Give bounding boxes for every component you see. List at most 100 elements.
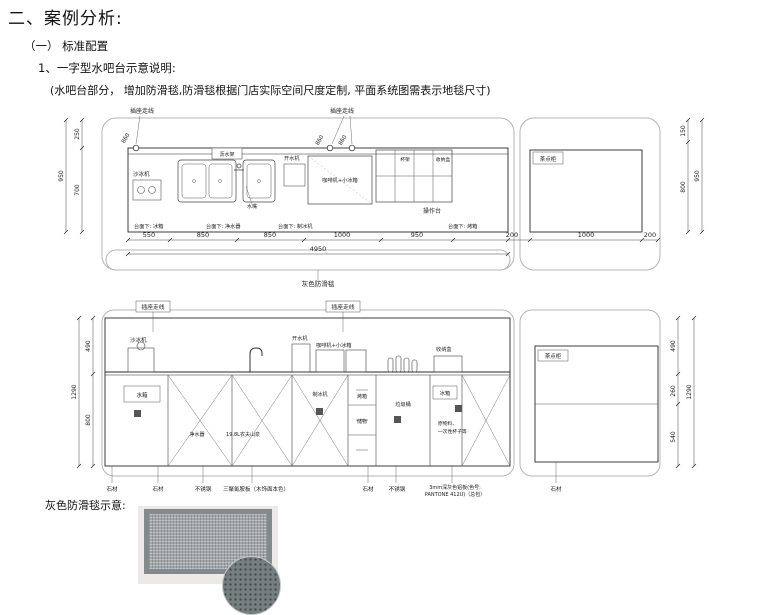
drain-icon — [218, 179, 222, 183]
slush-jar-icon — [148, 186, 156, 194]
elevation-view: 插座走线 插座走线 沙冰机 开水机 咖啡机+小冰箱 收纳盒 — [71, 300, 697, 498]
leader-line — [135, 115, 141, 145]
dim-700: 700 — [74, 184, 81, 196]
material-melamine: 三聚氰胺板（木饰面本色） — [223, 485, 289, 493]
plan-dimension-ticks — [63, 117, 705, 257]
outlet-dim: 860 — [121, 132, 132, 145]
dim-850a: 850 — [197, 231, 209, 239]
label-box — [532, 151, 564, 165]
plan-view: 沙冰机 沥水架 水嘴 开水机 咖啡机 — [58, 107, 705, 288]
material-stone3: 石材 — [362, 485, 374, 493]
elev-tank-label: 水箱 — [136, 391, 148, 399]
outlet-dim: 860 — [338, 134, 349, 147]
boiler-elev — [291, 343, 311, 373]
material-stone2: 石材 — [152, 485, 164, 493]
leader-line — [349, 115, 353, 145]
under-oven-label: 台面下: 烤箱 — [448, 222, 477, 230]
double-sink — [177, 159, 237, 203]
dim-490-right: 490 — [670, 340, 677, 352]
dim-850b: 850 — [264, 231, 276, 239]
elev-fridge-label: 冰箱 — [440, 389, 450, 397]
under-fridge-label: 台面下: 冰箱 — [134, 222, 163, 230]
cabinet-dividers — [167, 375, 463, 466]
coffee-machine-elev — [315, 349, 345, 373]
elev-dimension-ticks — [76, 315, 697, 469]
plan-storage-label: 收纳盒 — [436, 156, 451, 163]
elev-storage-label: 收纳盒 — [436, 345, 452, 353]
slush-dome-icon — [136, 341, 146, 351]
elev-boiler-label: 开水机 — [292, 334, 308, 342]
diagonal-line — [307, 155, 373, 205]
material-steel1: 不锈钢 — [195, 485, 212, 493]
sink-basin — [208, 163, 233, 199]
elev-outline-right — [519, 309, 661, 477]
plan-tea-cabinet-label: 茶点柜 — [540, 155, 557, 163]
elev-ice-label: 制冰机 — [312, 391, 327, 398]
faucet-symbol — [236, 163, 242, 169]
elev-coffee-label: 咖啡机+小冰箱 — [316, 341, 351, 349]
dim-total: 4950 — [310, 245, 327, 253]
leader-line — [331, 115, 345, 145]
label-box — [432, 385, 458, 400]
sink-basin — [181, 163, 207, 199]
dim-1000: 1000 — [334, 231, 351, 239]
dim-1290-left: 1290 — [71, 384, 78, 399]
item-heading: 1、一字型水吧台示意说明: — [38, 61, 176, 75]
elev-spring-label: 19.8L农夫山泉 — [226, 431, 260, 438]
mini-fridge-elev — [345, 349, 367, 373]
plan-cup-rack-label: 杯架 — [400, 156, 410, 163]
leader-line — [245, 185, 253, 205]
elev-dimension-lines — [78, 318, 695, 466]
drawer-lines — [348, 389, 376, 451]
elev-socket-right-label: 插座走线 — [331, 303, 354, 311]
elev-trash-label: 垃圾桶 — [395, 400, 411, 408]
label-box — [123, 385, 161, 403]
section-heading: （一） 标准配置 — [24, 39, 109, 53]
elev-slush-label: 沙冰机 — [130, 336, 147, 344]
coffee-box — [307, 155, 373, 205]
material-alu-line1: 3mm深灰色铝板(色号: — [429, 484, 481, 491]
dim-250: 250 — [74, 128, 81, 140]
drain-icon — [257, 179, 261, 183]
mat-zoom-detail — [222, 556, 281, 615]
dim-200: 200 — [506, 231, 518, 239]
plan-counter — [127, 147, 509, 233]
dim-1290-right: 1290 — [686, 384, 693, 399]
elev-drawer-label: 储物 — [357, 418, 367, 425]
plan-wall-outline-right — [519, 117, 661, 271]
outlet-symbol — [132, 144, 140, 152]
elev-supplies-label1: 原物料、 — [438, 420, 457, 427]
elev-outline — [101, 309, 515, 477]
plan-rack-label: 沥水架 — [219, 151, 234, 158]
dim-1000-right: 1000 — [578, 231, 595, 239]
dim-800-right: 800 — [680, 181, 687, 193]
sink-basin — [246, 163, 272, 199]
material-steel2: 不锈钢 — [389, 485, 406, 493]
outlet-dim: 860 — [315, 134, 326, 147]
page-title: 二、案例分析: — [8, 9, 123, 29]
bottles-group — [387, 355, 418, 373]
plan-dimension-lines — [65, 120, 703, 255]
note-text: (水吧台部分， 增加防滑毯,防滑毯根据门店实际空间尺度定制, 平面系统图需表示地… — [50, 84, 491, 97]
plan-faucet-label: 水嘴 — [247, 203, 257, 210]
mat-caption: 灰色防滑毯示意: — [45, 499, 126, 512]
storage-box-elev — [433, 355, 463, 373]
door-cross-lines — [167, 374, 511, 467]
dim-950-right: 950 — [694, 170, 701, 182]
boiler-symbol — [283, 163, 306, 187]
dim-540: 540 — [670, 431, 677, 443]
dim-950-left: 950 — [58, 170, 65, 182]
drain-icon — [192, 179, 196, 183]
elev-purifier-label: 净水器 — [189, 431, 204, 438]
dim-200-right: 200 — [644, 231, 656, 239]
elev-socket-left-label: 插座走线 — [141, 303, 164, 311]
slush-machine-elev — [127, 347, 155, 373]
dim-260: 260 — [670, 385, 677, 397]
plan-boiler-label: 开水机 — [284, 154, 300, 162]
dim-150: 150 — [680, 125, 687, 137]
elev-oven-label: 烤箱 — [357, 393, 367, 400]
material-stone1: 石材 — [106, 485, 118, 493]
dim-490-left: 490 — [85, 340, 92, 352]
